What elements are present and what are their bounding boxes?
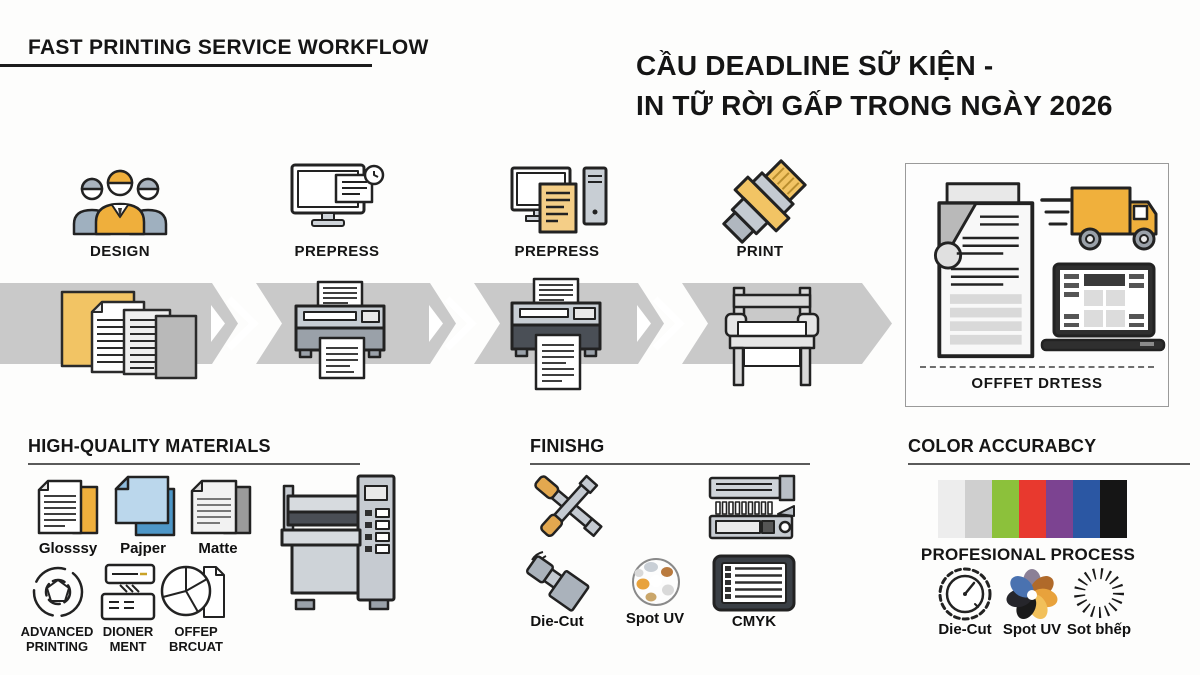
design-team-icon (72, 169, 168, 236)
color-swatch (1019, 480, 1046, 538)
panel-label: OFFFET DRTESS (971, 375, 1103, 392)
color-heading: COLOR ACCURABCY (908, 436, 1097, 456)
material-label-dioner-ment: DIONER MENT (90, 624, 166, 654)
chevron-outline-icon (226, 296, 686, 351)
label-line: BRCUAT (169, 639, 223, 654)
label-line: DIONER (102, 624, 154, 639)
color-swatch (992, 480, 1019, 538)
color-swatch-strip (938, 480, 1127, 538)
color-swatch (1100, 480, 1127, 538)
color-underline (908, 463, 1190, 465)
delivery-truck-icon (1040, 186, 1158, 251)
materials-heading: HIGH-QUALITY MATERIALS (28, 436, 271, 456)
print-roller-icon (722, 159, 807, 244)
desktop-printer-icon (510, 277, 602, 391)
wide-format-printer-icon (280, 474, 396, 611)
finishing-label-die-cut: Die-Cut (530, 613, 584, 630)
material-label-offep-brcuat: OFFEP BRCUAT (158, 624, 234, 654)
material-label-matte: Matte (198, 540, 238, 557)
step-label-design: DESIGN (90, 243, 150, 260)
finishing-label-spot-uv: Spot UV (625, 610, 685, 627)
step-label-prepress2: PREPRESS (514, 243, 600, 260)
monitor-proof-icon (290, 163, 385, 227)
desktop-printer-icon (294, 280, 386, 380)
cutting-table-icon (724, 286, 820, 387)
pie-document-icon (160, 565, 225, 618)
blue-paper-icon (114, 475, 176, 537)
workstation-document-icon (510, 166, 608, 234)
color-label-die-cut: Die-Cut (938, 621, 992, 638)
result-panel: OFFFET DRTESS (905, 163, 1169, 407)
material-label-glossy: Glosssy (38, 540, 98, 557)
die-stamp-icon (525, 551, 590, 612)
finishing-label-cmyk: CMYK (731, 613, 777, 630)
finishing-heading: FINISHG (530, 436, 605, 456)
material-label-advanced-printing: ADVANCED PRINTING (17, 624, 97, 654)
paper-stack-icon (60, 290, 198, 380)
sunburst-icon (1074, 568, 1124, 618)
title-underline (0, 64, 372, 67)
headline-line2: IN TỮ RỜI GẤP TRONG NGÀY 2026 (636, 90, 1113, 121)
color-swatch (965, 480, 992, 538)
laptop-grid-icon (1040, 262, 1166, 352)
panel-divider (920, 366, 1154, 368)
label-line: PRINTING (25, 639, 89, 654)
aperture-icon (32, 566, 84, 618)
crossed-cutters-icon (534, 474, 603, 538)
gauge-badge-icon (938, 567, 992, 621)
label-line: OFFEP (174, 624, 218, 639)
finishing-underline (530, 463, 810, 465)
label-line: ADVANCED (20, 624, 94, 639)
step-label-print: PRINT (736, 243, 784, 260)
printed-sheet-icon (933, 182, 1035, 359)
headline: CẦU DEADLINE SỮ KIỆN - IN TỮ RỜI GẤP TRO… (636, 46, 1196, 126)
pinwheel-icon (1006, 569, 1058, 620)
material-label-paper: Pajper (120, 540, 166, 557)
color-swatch (1073, 480, 1100, 538)
cmyk-panel-icon (712, 554, 796, 612)
color-swatch (938, 480, 965, 538)
glossy-paper-icon (37, 479, 99, 535)
color-label-spot-uv: Spot UV (1002, 621, 1062, 638)
texture-ball-icon (632, 558, 680, 606)
color-swatch (1046, 480, 1073, 538)
color-label-sot-bhep: Sot bhếp (1066, 621, 1132, 638)
materials-underline (28, 463, 360, 465)
headline-line1: CẦU DEADLINE SỮ KIỆN - (636, 50, 994, 81)
matte-paper-icon (190, 479, 252, 535)
laminator-icon (708, 474, 796, 540)
step-label-prepress1: PREPRESS (294, 243, 380, 260)
page-title: FAST PRINTING SERVICE WORKFLOW (28, 36, 429, 59)
color-caption: PROFESIONAL PROCESS (920, 545, 1136, 564)
label-line: MENT (109, 639, 147, 654)
chevron-separator-icon (211, 305, 651, 342)
feeder-cards-icon (100, 563, 156, 621)
